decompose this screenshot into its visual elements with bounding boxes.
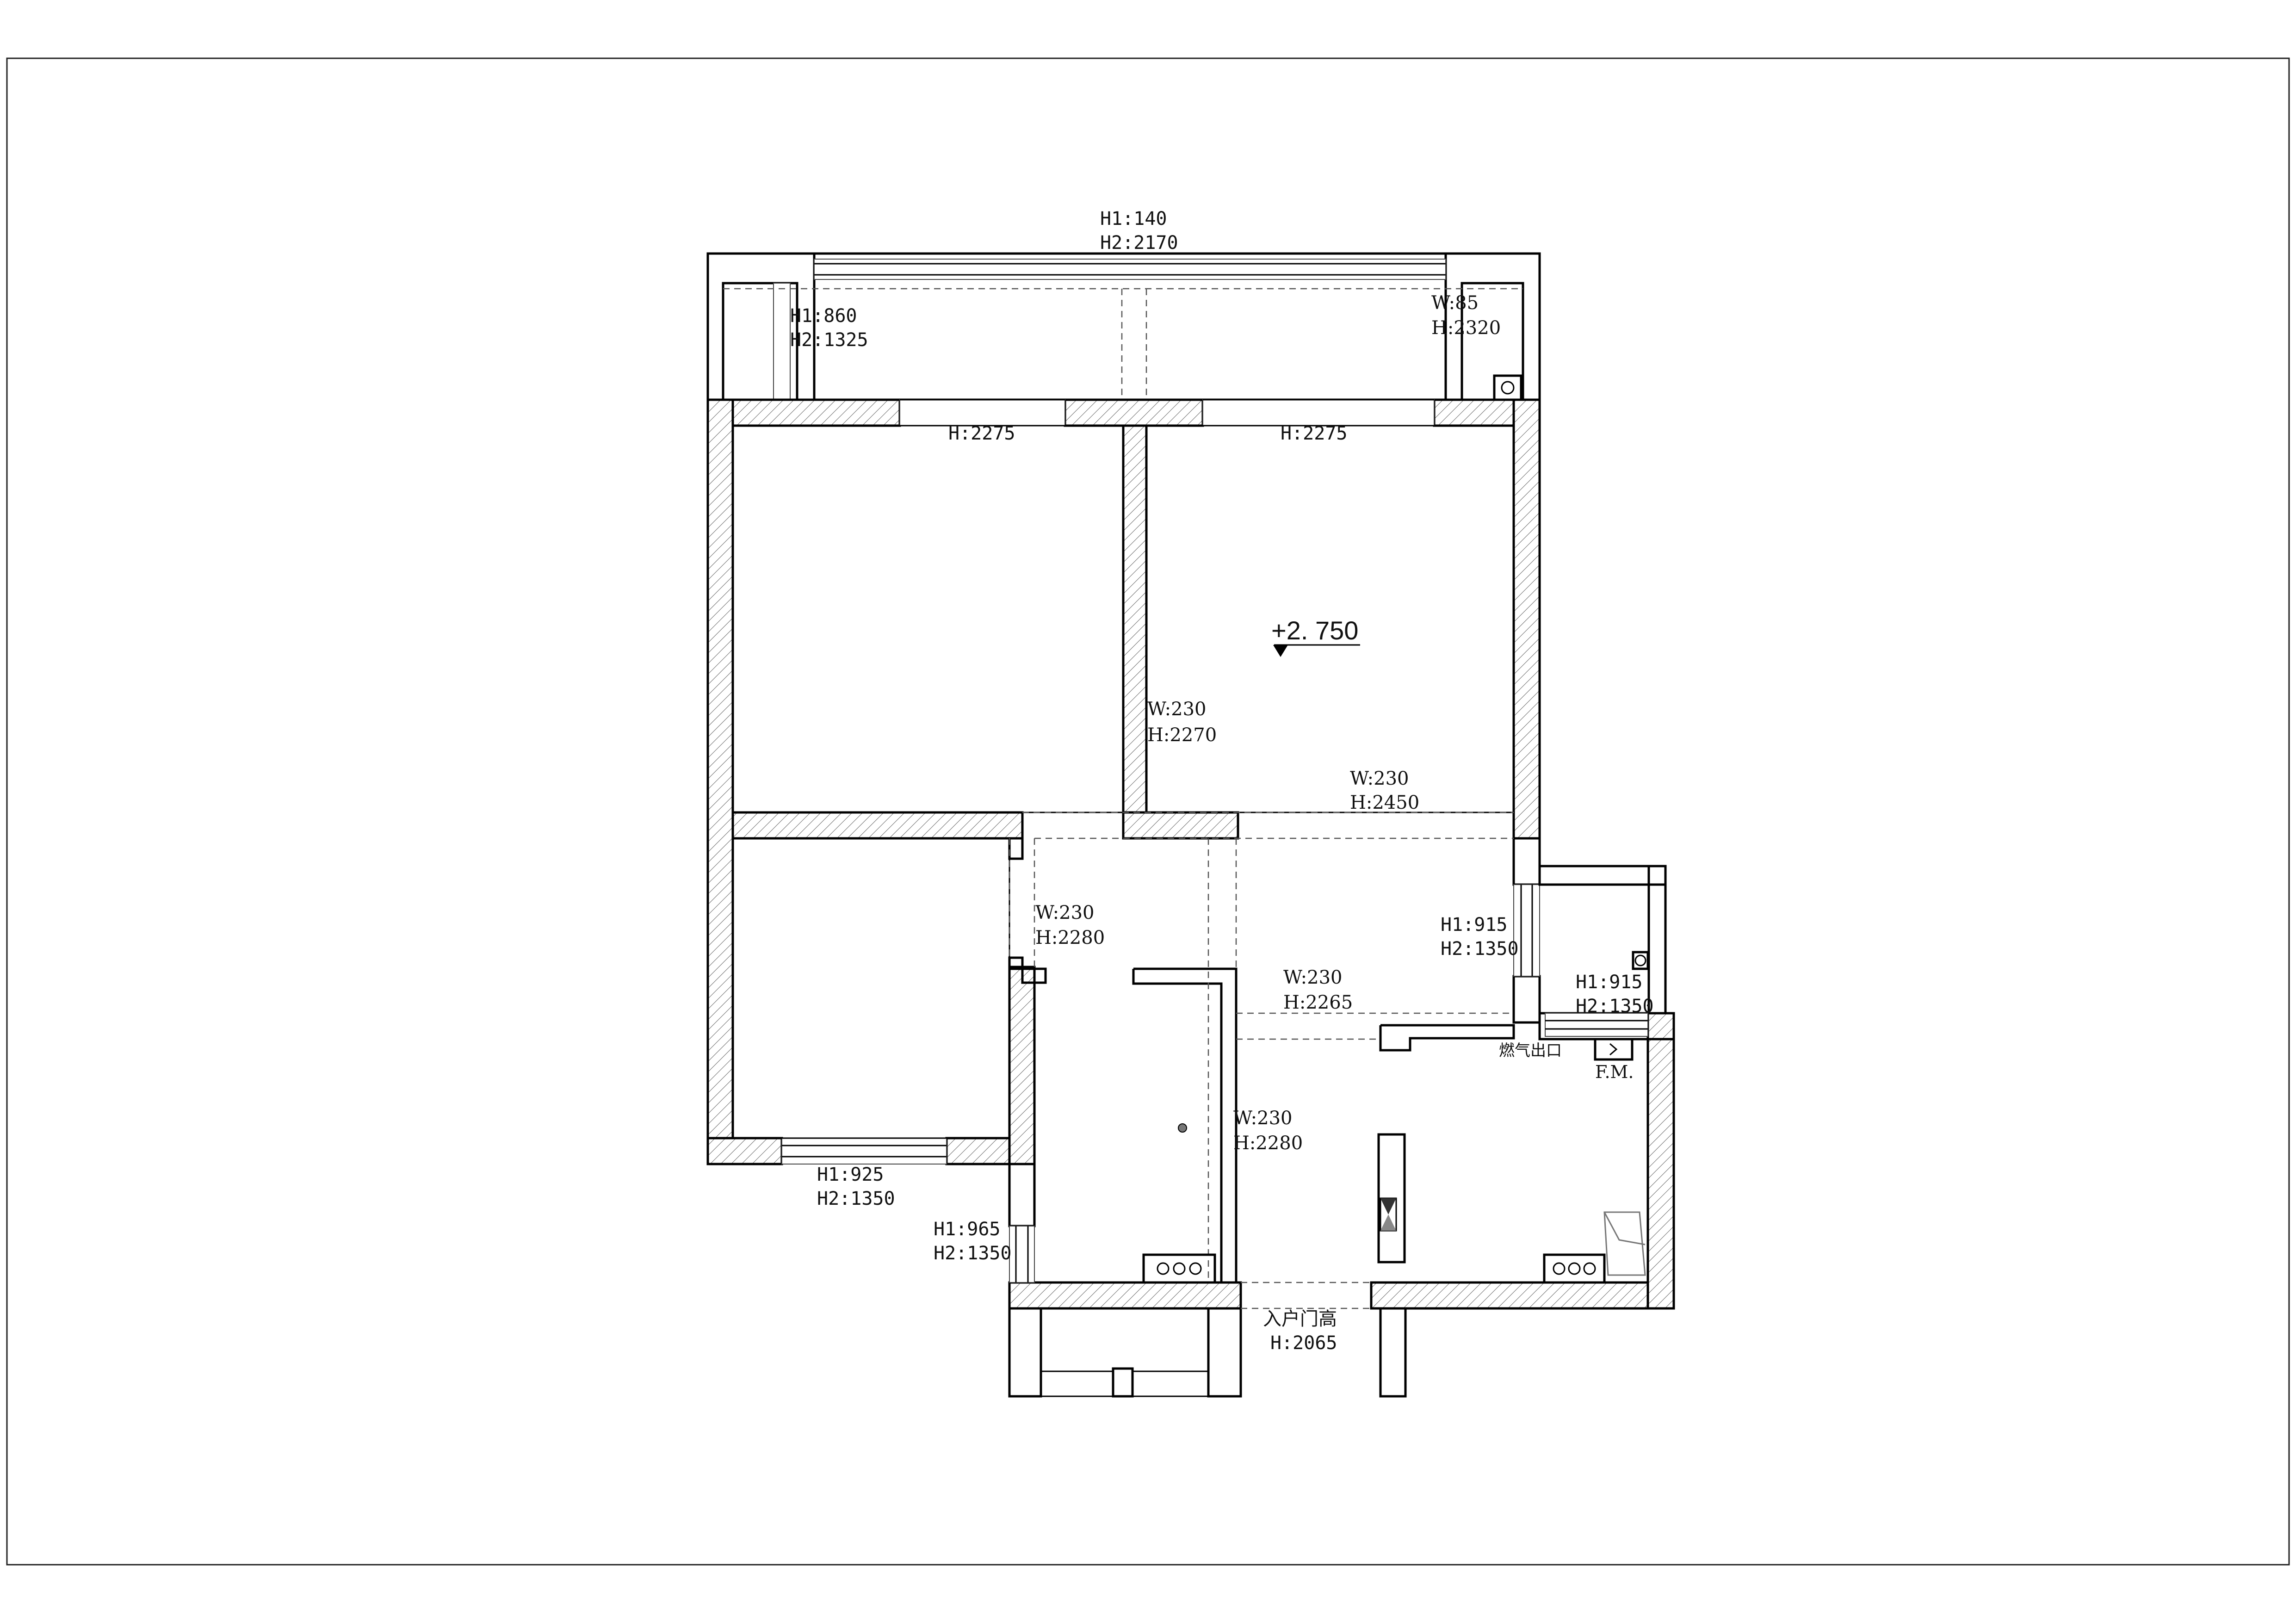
walls (706, 398, 1675, 1310)
kitchen-window-h2: H2:1350 (1576, 996, 1654, 1017)
kitchen-ledge (1379, 1024, 1515, 1052)
right-beam-w: W:230 (1350, 768, 1409, 789)
meter-box-icon (1594, 1038, 1634, 1061)
balcony-right-w: W:85 (1431, 292, 1479, 314)
door-right-h: H:2275 (1281, 423, 1348, 444)
gas-outlet-label: 燃气出口 (1499, 1041, 1562, 1060)
top-window-h1: H1:140 (1100, 208, 1167, 229)
sink-icon (1603, 1211, 1646, 1276)
living-beam-h: H:2265 (1283, 992, 1353, 1013)
room-outlines (732, 425, 1515, 1139)
bath-beam-w: W:230 (1233, 1108, 1292, 1129)
stove-burner-icon (1543, 1253, 1606, 1284)
mid-wall-h: H:2270 (1147, 725, 1217, 746)
bath-window-h2: H2:1350 (934, 1243, 1012, 1264)
fixtures (1142, 1038, 1646, 1284)
kitchen-window-h1: H1:915 (1576, 972, 1643, 993)
living-beam-w: W:230 (1283, 967, 1342, 988)
right-beam-h: H:2450 (1350, 792, 1419, 813)
entry-door-h: H:2065 (1270, 1332, 1337, 1354)
top-balcony (706, 252, 1541, 401)
stove-burner-icon (1142, 1253, 1216, 1284)
drain-icon (1634, 954, 1646, 966)
fm-label: F.M. (1595, 1062, 1634, 1082)
drawing-frame (6, 57, 2290, 1566)
bath-window-h1: H1:965 (934, 1219, 1001, 1240)
kitchen-column (1377, 1133, 1406, 1264)
door-left-h: H:2275 (948, 423, 1015, 444)
level-marker-icon (1273, 644, 1360, 657)
drain-icon (1501, 381, 1515, 395)
dimension-labels: H1:140 H2:2170 H1:860 H2:1325 W:85 H:232… (790, 208, 1654, 1354)
left-balcony-h2: H2:1325 (790, 329, 868, 351)
bath-beam-h: H:2280 (1233, 1133, 1303, 1154)
corridor-h: H:2280 (1035, 927, 1105, 948)
entry-porch (1008, 1307, 1407, 1398)
bath-partition (1132, 967, 1238, 1284)
bedroom-window-h1: H1:925 (817, 1164, 884, 1185)
bedroom-window-h2: H2:1350 (817, 1188, 895, 1209)
entry-door-label: 入户门高 (1263, 1308, 1337, 1330)
left-balcony-h1: H1:860 (790, 305, 857, 327)
top-window-h2: H2:2170 (1100, 232, 1178, 254)
level-label: +2. 750 (1271, 616, 1358, 645)
beam-lines (1009, 812, 1514, 1309)
right-window-h2: H2:1350 (1441, 938, 1519, 960)
flue-icon (1380, 1197, 1397, 1232)
right-window-h1: H1:915 (1441, 914, 1508, 935)
balcony-right-h: H:2320 (1431, 317, 1501, 339)
windows (781, 399, 1667, 1283)
mid-wall-w: W:230 (1147, 699, 1206, 720)
floor-drain-icon (1178, 1123, 1187, 1133)
corridor-w: W:230 (1035, 902, 1094, 923)
